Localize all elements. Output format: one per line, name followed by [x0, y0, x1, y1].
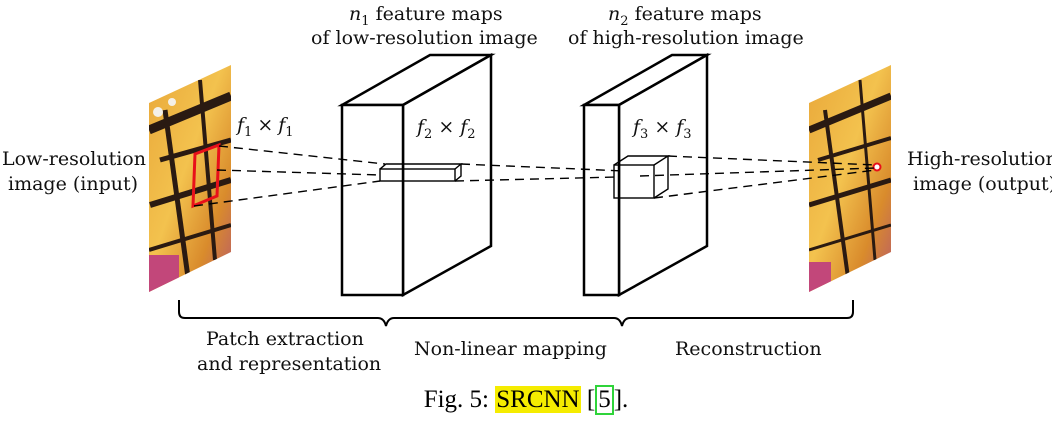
maps2-header-line2: of high-resolution image: [568, 27, 804, 49]
feature-map-block-1: [337, 52, 496, 298]
maps1-header-line2: of low-resolution image: [311, 27, 538, 49]
high-resolution-output-image: [809, 65, 891, 292]
caption-prefix: Fig. 5:: [423, 386, 496, 413]
caption-close: ].: [613, 386, 629, 413]
filter3-label: f3×f3: [631, 116, 692, 142]
citation-link[interactable]: 5: [595, 385, 614, 415]
filter2-label: f2×f2: [415, 116, 476, 142]
input-label-line1: Low-resolution: [2, 148, 146, 170]
reconstruction-filter-cube: [613, 155, 671, 199]
caption-open-bracket: [: [580, 386, 596, 413]
stage-braces: [178, 300, 854, 327]
filter1-label: f1×f1: [235, 114, 294, 140]
input-patch-marker: [191, 142, 221, 209]
stage1-label-line2: and representation: [197, 353, 381, 375]
figure-caption: Fig. 5: SRCNN [5].: [0, 385, 1052, 415]
output-label-line2: image (output): [913, 173, 1052, 195]
output-label-line1: High-resolution: [907, 148, 1052, 170]
stage3-label: Reconstruction: [675, 338, 822, 360]
caption-model-highlight: SRCNN: [495, 386, 581, 413]
low-resolution-input-image: [149, 65, 231, 292]
mapping-filter-box: [379, 163, 463, 182]
maps2-header-line1: n2 feature maps: [608, 3, 762, 29]
maps1-header-line1: n1 feature maps: [349, 3, 503, 29]
output-pixel-marker: [872, 162, 882, 172]
projection-lines: [193, 145, 877, 207]
stage2-label: Non-linear mapping: [414, 338, 607, 360]
input-label-line2: image (input): [8, 173, 138, 195]
stage1-label-line1: Patch extraction: [206, 328, 364, 350]
